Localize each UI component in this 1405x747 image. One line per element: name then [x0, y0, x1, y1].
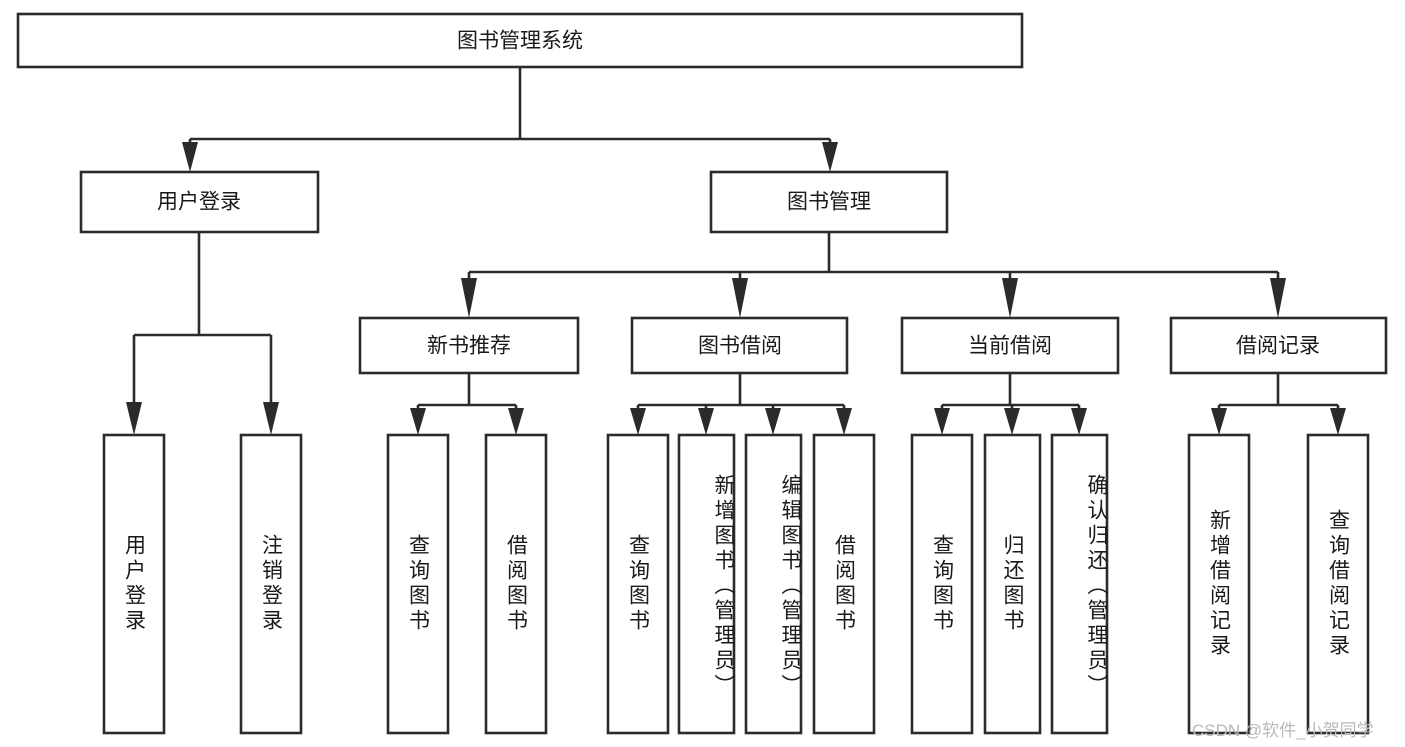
arrow-head-icon — [461, 278, 477, 318]
arrow-head-icon — [1071, 408, 1087, 435]
node-box[interactable] — [386, 433, 450, 735]
node-label: 新书推荐 — [427, 335, 511, 358]
connector-borrowrecord-to-leaves — [1211, 373, 1346, 435]
arrow-head-icon — [836, 408, 852, 435]
node-user-login[interactable]: 用户登录 — [79, 170, 320, 234]
node-leaf-borrow-book-1[interactable] — [484, 433, 548, 735]
node-leaf-confirm-return[interactable] — [1050, 433, 1109, 735]
arrow-head-icon — [1002, 278, 1018, 318]
connector-bookborrow-to-leaves — [630, 373, 852, 435]
arrow-head-icon — [508, 408, 524, 435]
node-box[interactable] — [16, 12, 1024, 69]
arrow-head-icon — [263, 402, 279, 435]
node-box[interactable] — [1169, 316, 1388, 375]
node-leaf-logout[interactable] — [239, 433, 303, 735]
node-box[interactable] — [1050, 433, 1109, 735]
node-leaf-query-book-2[interactable] — [606, 433, 670, 735]
arrow-head-icon — [182, 142, 198, 172]
node-leaf-user-login[interactable] — [102, 433, 166, 735]
connector-root-to-level2 — [182, 67, 838, 172]
node-box[interactable] — [630, 316, 849, 375]
node-label: 当前借阅 — [968, 335, 1052, 358]
node-leaf-return-book[interactable] — [983, 433, 1042, 735]
node-box[interactable] — [102, 433, 166, 735]
arrow-head-icon — [698, 408, 714, 435]
node-box[interactable] — [1306, 433, 1370, 735]
node-leaf-add-record[interactable] — [1187, 433, 1251, 735]
node-leaf-query-record[interactable] — [1306, 433, 1370, 735]
node-box[interactable] — [606, 433, 670, 735]
connector-userlogin-to-leaves — [126, 232, 279, 435]
node-box[interactable] — [358, 316, 580, 375]
arrow-head-icon — [822, 142, 838, 172]
node-box[interactable] — [744, 433, 803, 735]
node-label: 图书借阅 — [698, 335, 782, 358]
connectors-layer — [126, 67, 1346, 435]
node-book-manage[interactable]: 图书管理 — [709, 170, 949, 234]
node-box[interactable] — [910, 433, 974, 735]
node-box[interactable] — [812, 433, 876, 735]
node-new-book-recommend[interactable]: 新书推荐 — [358, 316, 580, 375]
node-book-borrow[interactable]: 图书借阅 — [630, 316, 849, 375]
arrow-head-icon — [1004, 408, 1020, 435]
arrow-head-icon — [732, 278, 748, 318]
arrow-head-icon — [410, 408, 426, 435]
node-box[interactable] — [900, 316, 1120, 375]
arrow-head-icon — [630, 408, 646, 435]
node-label: 借阅记录 — [1236, 335, 1320, 358]
node-box[interactable] — [239, 433, 303, 735]
node-current-borrow[interactable]: 当前借阅 — [900, 316, 1120, 375]
node-leaf-borrow-book-2[interactable] — [812, 433, 876, 735]
node-label: 用户登录 — [157, 191, 241, 214]
node-leaf-query-book-3[interactable] — [910, 433, 974, 735]
node-label: 图书管理 — [787, 191, 871, 214]
connector-bookmanage-to-level3 — [461, 232, 1286, 318]
node-leaf-query-book-1[interactable] — [386, 433, 450, 735]
arrow-head-icon — [1211, 408, 1227, 435]
connector-currentborrow-to-leaves — [934, 373, 1087, 435]
nodes-layer: 图书管理系统 用户登录 图书管理 新书推荐 图书借阅 — [16, 12, 1388, 735]
watermark-text: CSDN @软件_小贺同学 — [1192, 721, 1374, 740]
node-box[interactable] — [79, 170, 320, 234]
connector-newbookrec-to-leaves — [410, 373, 524, 435]
node-box[interactable] — [484, 433, 548, 735]
arrow-head-icon — [1330, 408, 1346, 435]
node-leaf-edit-book[interactable] — [744, 433, 803, 735]
node-root[interactable]: 图书管理系统 — [16, 12, 1024, 69]
node-box[interactable] — [1187, 433, 1251, 735]
node-box[interactable] — [677, 433, 736, 735]
arrow-head-icon — [1270, 278, 1286, 318]
arrow-head-icon — [126, 402, 142, 435]
arrow-head-icon — [934, 408, 950, 435]
node-borrow-record[interactable]: 借阅记录 — [1169, 316, 1388, 375]
node-label: 图书管理系统 — [457, 30, 583, 53]
node-leaf-add-book[interactable] — [677, 433, 736, 735]
arrow-head-icon — [765, 408, 781, 435]
node-box[interactable] — [983, 433, 1042, 735]
node-box[interactable] — [709, 170, 949, 234]
